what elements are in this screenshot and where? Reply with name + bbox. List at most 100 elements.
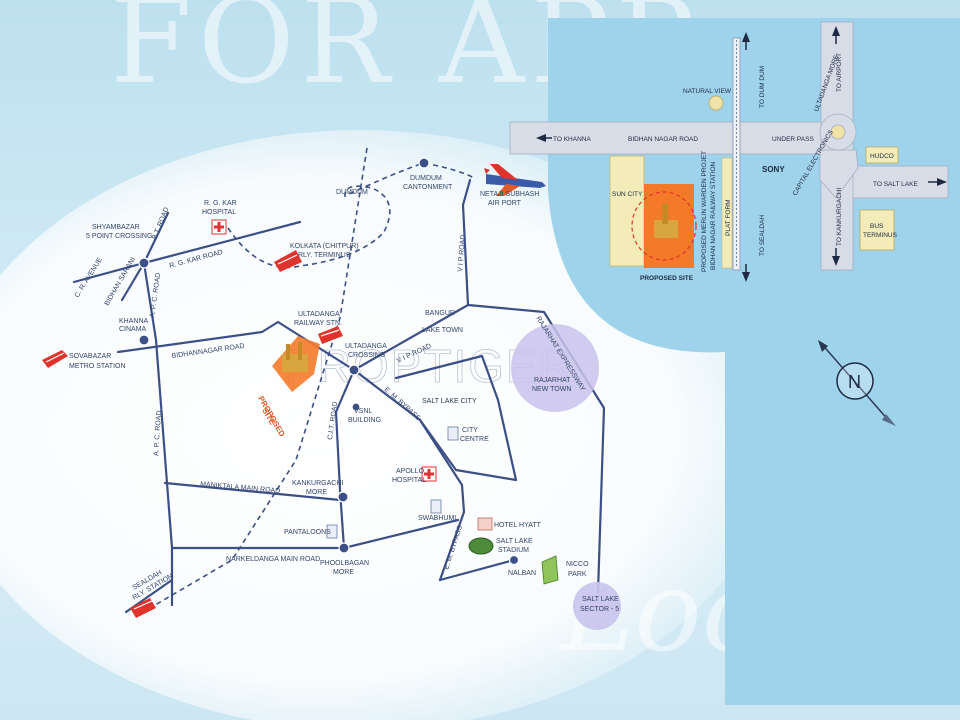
arrow-up-icon xyxy=(832,26,840,36)
label-khanna: KHANNA xyxy=(119,318,149,325)
hospital-icon xyxy=(211,219,227,235)
nalban-road xyxy=(438,558,516,582)
label-sector5: SALT LAKE xyxy=(582,596,619,603)
label-phoolbagan: PHOOLBAGAN xyxy=(320,560,369,567)
label-dumdum: DUMDUM xyxy=(336,189,368,196)
label-apollo-2: HOSPITAL xyxy=(392,477,426,484)
inset-label-platform: PLAT FORM xyxy=(725,199,732,236)
inset-label-to-kankurgachi: TO KANKURGACHI xyxy=(836,187,843,246)
label-ultadanga-crossing: ULTADANGA xyxy=(345,343,387,350)
bidhan-sarani xyxy=(120,261,146,302)
stadium-icon xyxy=(468,537,494,555)
inset-label-sony: SONY xyxy=(762,165,785,174)
sector5-circle xyxy=(573,582,621,630)
inset-label-natural-view: NATURAL VIEW xyxy=(683,88,732,95)
label-lake-town: LAKE TOWN xyxy=(422,327,463,334)
airplane-icon xyxy=(484,164,546,196)
label-ultadanga-crossing-2: CROSSING xyxy=(348,352,385,359)
train-icon xyxy=(318,326,343,344)
inset-bidhan-nagar-road xyxy=(509,121,841,155)
cit-road xyxy=(334,368,356,550)
inset-map xyxy=(509,21,949,282)
inset-label-bidhan-nagar-road: BIDHAN NAGAR ROAD xyxy=(628,136,698,143)
train-icon xyxy=(130,598,156,618)
junction-shyambazar xyxy=(138,257,150,269)
inset-label-to-airport: TO AIRPORT xyxy=(836,53,843,92)
label-vsnl: VSNL xyxy=(354,408,372,415)
train-icon xyxy=(42,350,68,368)
arrow-down-sealdah-icon xyxy=(742,272,750,282)
inset-hudco-box xyxy=(865,146,899,164)
label-kolkata-chitpur: KOLKATA (CHITPUR) xyxy=(290,243,359,250)
train-icon xyxy=(274,250,302,272)
label-ultadanga-stn-2: RAILWAY STN. xyxy=(294,320,342,327)
inset-label-under-pass: UNDER PASS xyxy=(772,136,814,143)
compass-icon: N xyxy=(818,340,896,426)
inset-label-bus: BUS xyxy=(870,223,884,230)
label-sector5-2: SECTOR - 5 xyxy=(580,606,619,613)
label-phoolbagan-2: MORE xyxy=(333,569,354,576)
label-rajarhat-2: NEW TOWN xyxy=(532,386,571,393)
vip-road-lower xyxy=(352,303,470,372)
label-pantaloons: PANTALOONS xyxy=(284,529,331,536)
label-narkeldanga: NARKELDANGA MAIN ROAD xyxy=(226,556,320,563)
arrow-down-kankurgachi-icon xyxy=(832,256,840,266)
label-dumdum-cantonment: DUMDUM xyxy=(410,175,442,182)
label-nalban: NALBAN xyxy=(508,570,536,577)
label-five-point: 5 POINT CROSSING xyxy=(86,233,152,240)
inset-label-proposed-site: PROPOSED SITE xyxy=(640,275,694,282)
inset-label-to-sealdah: TO SEALDAH xyxy=(759,215,766,256)
label-vip-road: V I P ROAD xyxy=(457,234,467,272)
label-shyambazar: SHYAMBAZAR xyxy=(92,224,140,231)
label-city-centre-2: CENTRE xyxy=(460,436,489,443)
junction-ultadanga xyxy=(348,364,360,376)
rajarhat-circle xyxy=(511,324,599,412)
label-kankurgachi-2: MORE xyxy=(306,489,327,496)
label-netaji: NETAJI SUBHASH xyxy=(480,191,539,198)
inset-bus-terminus-box xyxy=(859,209,895,251)
inset-roundabout-center xyxy=(830,124,846,140)
label-kolkata-chitpur-2: RLY. TERMINUS xyxy=(298,252,351,259)
building-icon xyxy=(326,524,338,539)
apc-road xyxy=(142,261,174,607)
label-sovabazar-2: METRO STATION xyxy=(69,363,126,370)
inset-label-to-dum-dum: TO DUM DUM xyxy=(759,66,766,108)
park-icon xyxy=(541,555,559,585)
junctions xyxy=(138,157,520,566)
inset-building xyxy=(654,220,678,238)
label-dumdum-cantonment-2: CANTONMENT xyxy=(403,184,453,191)
bt-road xyxy=(142,211,170,265)
compass-letter: N xyxy=(848,372,861,392)
building-icon xyxy=(430,499,442,514)
label-netaji-2: AIR PORT xyxy=(488,200,522,207)
inset-tower xyxy=(662,204,668,224)
label-hotel-hyatt: HOTEL HYATT xyxy=(494,522,542,529)
junction-kankurgachi xyxy=(337,491,349,503)
label-apollo: APOLLO xyxy=(396,468,425,475)
building-icon xyxy=(477,517,493,531)
inset-label-sun-city: SUN CITY xyxy=(612,191,643,198)
rg-kar-road xyxy=(142,220,302,265)
label-salt-lake-stadium-2: STADIUM xyxy=(498,547,529,554)
label-rg-kar-2: HOSPITAL xyxy=(202,209,236,216)
label-khanna-2: CINAMA xyxy=(119,326,147,333)
em-bypass xyxy=(352,368,466,582)
inset-sun-city xyxy=(609,155,645,267)
label-rg-kar: R. G. KAR xyxy=(204,200,237,207)
label-rajarhat: RAJARHAT xyxy=(534,377,571,384)
junction-vsnl xyxy=(351,402,361,412)
label-swabhumi: SWABHUMI xyxy=(418,515,456,522)
inset-label-merlin: PROPOSED MERLIN WARDEN PROJET xyxy=(701,151,708,272)
junction-dumdum-cantonment xyxy=(418,157,430,169)
arrow-right-icon xyxy=(937,178,947,186)
label-vsnl-2: BUILDING xyxy=(348,417,381,424)
junction-nalban xyxy=(508,554,520,566)
label-kankurgachi: KANKURGACHI xyxy=(292,480,343,487)
arrow-up-dumdum-icon xyxy=(742,32,750,42)
inset-label-to-khanna: TO KHANNA xyxy=(553,136,591,143)
junction-phoolbagan xyxy=(338,542,350,554)
label-salt-lake-city: SALT LAKE CITY xyxy=(422,398,477,405)
label-bangur: BANGUR xyxy=(425,310,455,317)
arrow-left-icon xyxy=(536,134,546,142)
